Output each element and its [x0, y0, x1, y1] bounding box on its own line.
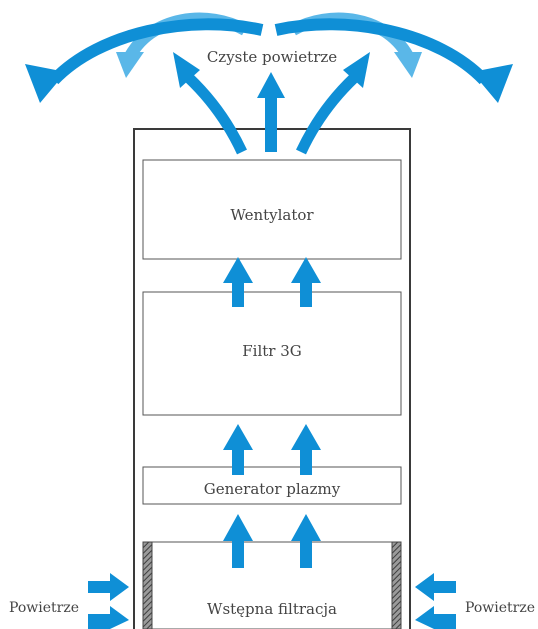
- air-in-right-label: Powietrze: [465, 600, 535, 616]
- left-curve-arrowhead: [173, 52, 200, 88]
- up-arrows: [223, 257, 321, 568]
- top-left-arc-front: [49, 18, 264, 85]
- fan-label: Wentylator: [230, 206, 314, 224]
- top-left-arc-front-head: [25, 64, 66, 103]
- top-right-arc-front: [274, 18, 489, 85]
- prefilter-hatch-left: [142, 541, 153, 629]
- intake-left-arrow: [88, 606, 129, 629]
- plasma-label: Generator plazmy: [204, 480, 341, 498]
- right-curve-arrowhead: [343, 52, 370, 88]
- top-right-arc-back-head: [394, 52, 422, 78]
- clean-air-label: Czyste powietrze: [207, 48, 337, 66]
- filter-box: [142, 291, 402, 416]
- intake-right-arrow: [415, 606, 456, 629]
- top-right-arc-front-head: [472, 64, 513, 103]
- up-arrow: [223, 257, 253, 307]
- up-arrow: [291, 257, 321, 307]
- center-up-arrow: [257, 72, 285, 152]
- up-arrow: [223, 424, 253, 475]
- up-arrow: [223, 514, 253, 568]
- top-left-arc-back-head: [116, 52, 144, 78]
- fan-box: [142, 159, 402, 260]
- air-in-left-label: Powietrze: [9, 600, 79, 616]
- filter-label: Filtr 3G: [242, 342, 302, 360]
- prefilter-label: Wstępna filtracja: [207, 600, 337, 618]
- intake-left-arrow: [88, 573, 129, 601]
- intake-right-arrow: [415, 573, 456, 601]
- prefilter-hatch-right: [391, 541, 402, 629]
- plasma-box: [142, 466, 402, 505]
- right-curve-arrow: [296, 74, 358, 155]
- up-arrow: [291, 514, 321, 568]
- intake-arrows: [88, 573, 456, 629]
- up-arrow: [291, 424, 321, 475]
- left-curve-arrow: [185, 74, 247, 155]
- outflow-arrows: [25, 12, 513, 155]
